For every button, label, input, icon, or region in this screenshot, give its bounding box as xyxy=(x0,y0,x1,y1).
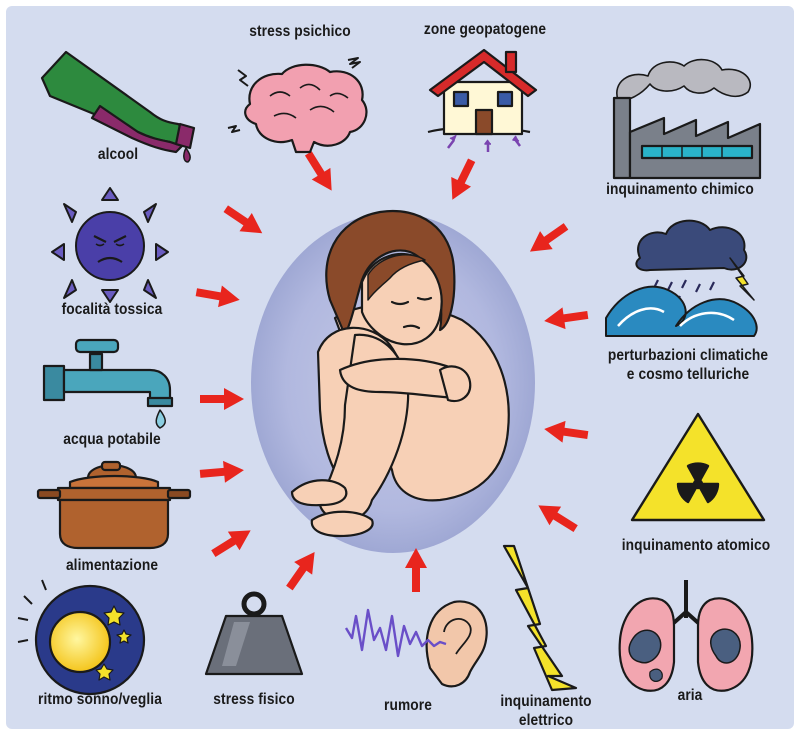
label-focalita-tossica: focalità tossica xyxy=(62,300,163,319)
label-alcool: alcool xyxy=(98,145,138,164)
label-rumore: rumore xyxy=(384,696,432,715)
label-inquinamento-atomico: inquinamento atomico xyxy=(622,536,770,555)
label-inquinamento-elettrico-line-1: inquinamento xyxy=(500,692,591,711)
label-perturbazioni-line-2: e cosmo telluriche xyxy=(608,365,768,384)
label-acqua-potabile: acqua potabile xyxy=(63,430,161,449)
label-perturbazioni-line-1: perturbazioni climatiche xyxy=(608,346,768,365)
label-inquinamento-chimico: inquinamento chimico xyxy=(606,180,754,199)
label-ritmo-sonno-veglia: ritmo sonno/veglia xyxy=(38,690,162,709)
label-stress-fisico: stress fisico xyxy=(213,690,294,709)
label-zone-geopatogene: zone geopatogene xyxy=(424,20,546,39)
label-stress-psichico: stress psichico xyxy=(249,22,350,41)
label-inquinamento-elettrico: inquinamento elettrico xyxy=(500,692,591,730)
label-alimentazione: alimentazione xyxy=(66,556,158,575)
label-perturbazioni: perturbazioni climatiche e cosmo telluri… xyxy=(608,346,768,384)
label-inquinamento-elettrico-line-2: elettrico xyxy=(500,711,591,730)
label-aria: aria xyxy=(678,686,703,705)
